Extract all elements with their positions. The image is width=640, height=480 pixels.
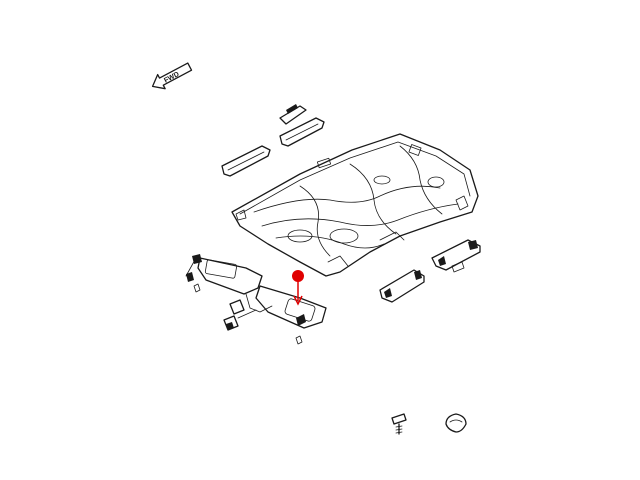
fwd-label: FWD <box>163 71 180 85</box>
visor-clip-small-left[interactable] <box>193 283 201 293</box>
leader-lines <box>237 293 273 319</box>
headliner[interactable] <box>231 133 479 277</box>
fwd-direction-arrow: FWD <box>151 62 193 90</box>
highlight-marker[interactable] <box>292 270 304 306</box>
assist-grip-upper[interactable] <box>279 117 325 147</box>
visor-holder-left[interactable] <box>223 315 239 331</box>
assist-grip-right-front[interactable] <box>379 269 425 303</box>
assist-grip-right-rear[interactable] <box>431 239 481 273</box>
screw-fastener[interactable] <box>391 413 407 435</box>
visor-clip-small-right[interactable] <box>295 335 303 345</box>
sun-visor-right[interactable] <box>255 285 327 329</box>
visor-holder-center[interactable] <box>229 299 245 315</box>
assist-grip-left[interactable] <box>221 145 271 177</box>
clip-fastener[interactable] <box>445 413 467 433</box>
sun-visor-left[interactable] <box>185 254 263 295</box>
assist-grip-rear-bracket[interactable] <box>279 104 307 125</box>
